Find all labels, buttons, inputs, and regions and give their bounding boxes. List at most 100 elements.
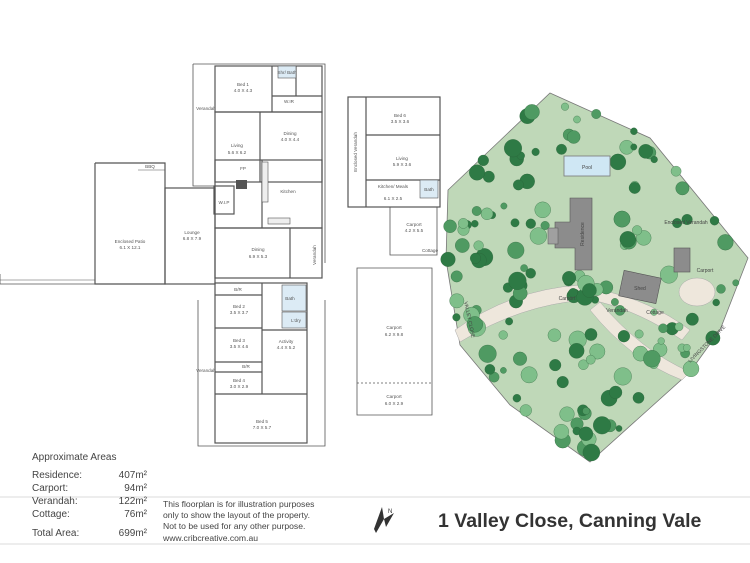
cottage-living-dim: 5.9 X 3.6: [393, 162, 412, 167]
south-path: [589, 301, 691, 381]
tree: [630, 127, 638, 135]
room-bed5-name: Bed 5: [256, 419, 268, 424]
room-bath-name: Bath: [285, 296, 295, 301]
room-bed2-dim: 3.5 X 3.7: [230, 310, 249, 315]
cottage-kitchen-dim: 6.1 X 2.5: [384, 196, 403, 201]
disclaimer: This floorplan is for illustration purpo…: [163, 499, 363, 544]
tree: [556, 143, 567, 155]
room-lounge-dim: 6.8 X 7.9: [183, 236, 202, 241]
tree: [505, 317, 513, 326]
cottage-carport-name: Carport: [406, 222, 422, 227]
north-arrow-icon: N: [374, 507, 394, 533]
tree: [632, 225, 643, 236]
tree: [670, 165, 682, 177]
room-bbq-name: BBQ: [145, 164, 155, 169]
tree: [614, 305, 626, 316]
tree: [660, 265, 678, 284]
room-bed3-dim: 3.5 X 4.6: [230, 344, 249, 349]
tree: [513, 179, 524, 191]
tree: [681, 214, 693, 225]
shed-roof: [618, 269, 662, 305]
tree: [477, 154, 489, 166]
tree: [450, 270, 463, 283]
room-dining2-name: Dining: [251, 247, 264, 252]
tree: [568, 343, 585, 359]
cottage-roof: [673, 247, 691, 273]
tree: [613, 367, 632, 386]
site-carport-east-label: Carport: [697, 268, 714, 274]
carport-main-dim: 6.2 X 9.8: [385, 332, 404, 337]
tree: [520, 366, 538, 384]
tree: [470, 252, 481, 264]
tree: [685, 312, 699, 326]
carport-plans: [356, 267, 433, 416]
tree: [510, 218, 520, 228]
tree: [632, 392, 645, 404]
tree: [559, 406, 575, 422]
tree: [705, 330, 721, 346]
tree: [455, 238, 470, 253]
area-label: Carport:: [32, 483, 69, 494]
tree: [582, 407, 590, 415]
tree: [643, 350, 661, 368]
area-value: 407m²: [118, 470, 147, 481]
tree: [650, 155, 658, 164]
tree: [469, 164, 485, 181]
cottage-enclosed-verandah: Enclosed Verandah: [353, 132, 358, 172]
room-activity-name: Activity: [279, 339, 294, 344]
room-verandah-nw: Verandah: [196, 106, 216, 111]
room-living-dim: 5.6 X 6.2: [228, 150, 247, 155]
tree: [658, 323, 668, 334]
tree: [573, 115, 581, 124]
cottage-carport-dim: 4.2 X 5.5: [405, 228, 424, 233]
tree: [613, 210, 631, 228]
site-plan: Pool Residence Enclosed Verandah Carport…: [440, 92, 749, 463]
room-dining-name: Dining: [283, 131, 296, 136]
room-activity-dim: 4.4 X 5.2: [277, 345, 296, 350]
disclaimer-website-link[interactable]: www.cribcreative.com.au: [163, 532, 259, 543]
site-boundary: [445, 92, 749, 463]
room-bed5-dim: 7.0 X 5.7: [253, 425, 272, 430]
tree: [568, 288, 578, 298]
tree: [630, 143, 638, 151]
cottage-bed6-name: Bed 6: [394, 113, 406, 118]
tree: [500, 367, 507, 374]
residence-roof-west: [547, 227, 559, 245]
tree: [609, 153, 627, 171]
tree: [657, 337, 665, 345]
tree: [578, 426, 594, 441]
tree: [556, 376, 569, 389]
room-kitchen-name: Kitchen: [280, 189, 296, 194]
tree: [584, 328, 598, 341]
tree: [682, 360, 700, 377]
area-total-label: Total Area:: [32, 528, 80, 539]
tree: [466, 316, 483, 333]
tree: [519, 404, 532, 417]
tree: [628, 182, 641, 194]
tree: [529, 227, 547, 245]
room-bir2-name: B/R: [242, 364, 250, 369]
tree: [634, 329, 644, 339]
tree: [480, 207, 494, 220]
site-verandah-label: Verandah: [606, 308, 628, 314]
room-bed1-name: Bed 1: [237, 82, 249, 87]
tree: [547, 328, 562, 342]
tree: [582, 283, 597, 298]
site-pool-label: Pool: [582, 165, 592, 171]
tree: [498, 330, 508, 340]
main-residence-plan: [0, 63, 326, 447]
area-total-value: 699m²: [118, 528, 147, 539]
tree-canopy: [440, 102, 740, 462]
tree: [650, 308, 658, 316]
room-wip-name: W.I.P: [219, 200, 230, 205]
room-patio-name: Enclosed Patio: [115, 239, 146, 244]
room-shr-bath-name: Shr/ Bath: [277, 70, 297, 75]
tree: [508, 271, 527, 290]
tree: [478, 344, 497, 363]
tree: [540, 221, 550, 230]
room-fp-name: FP: [240, 166, 246, 171]
tree: [513, 351, 527, 366]
site-residence-label: Residence: [580, 222, 586, 246]
address-title: 1 Valley Close, Canning Vale: [438, 510, 702, 532]
room-patio-dim: 6.1 X 12.1: [120, 245, 141, 250]
